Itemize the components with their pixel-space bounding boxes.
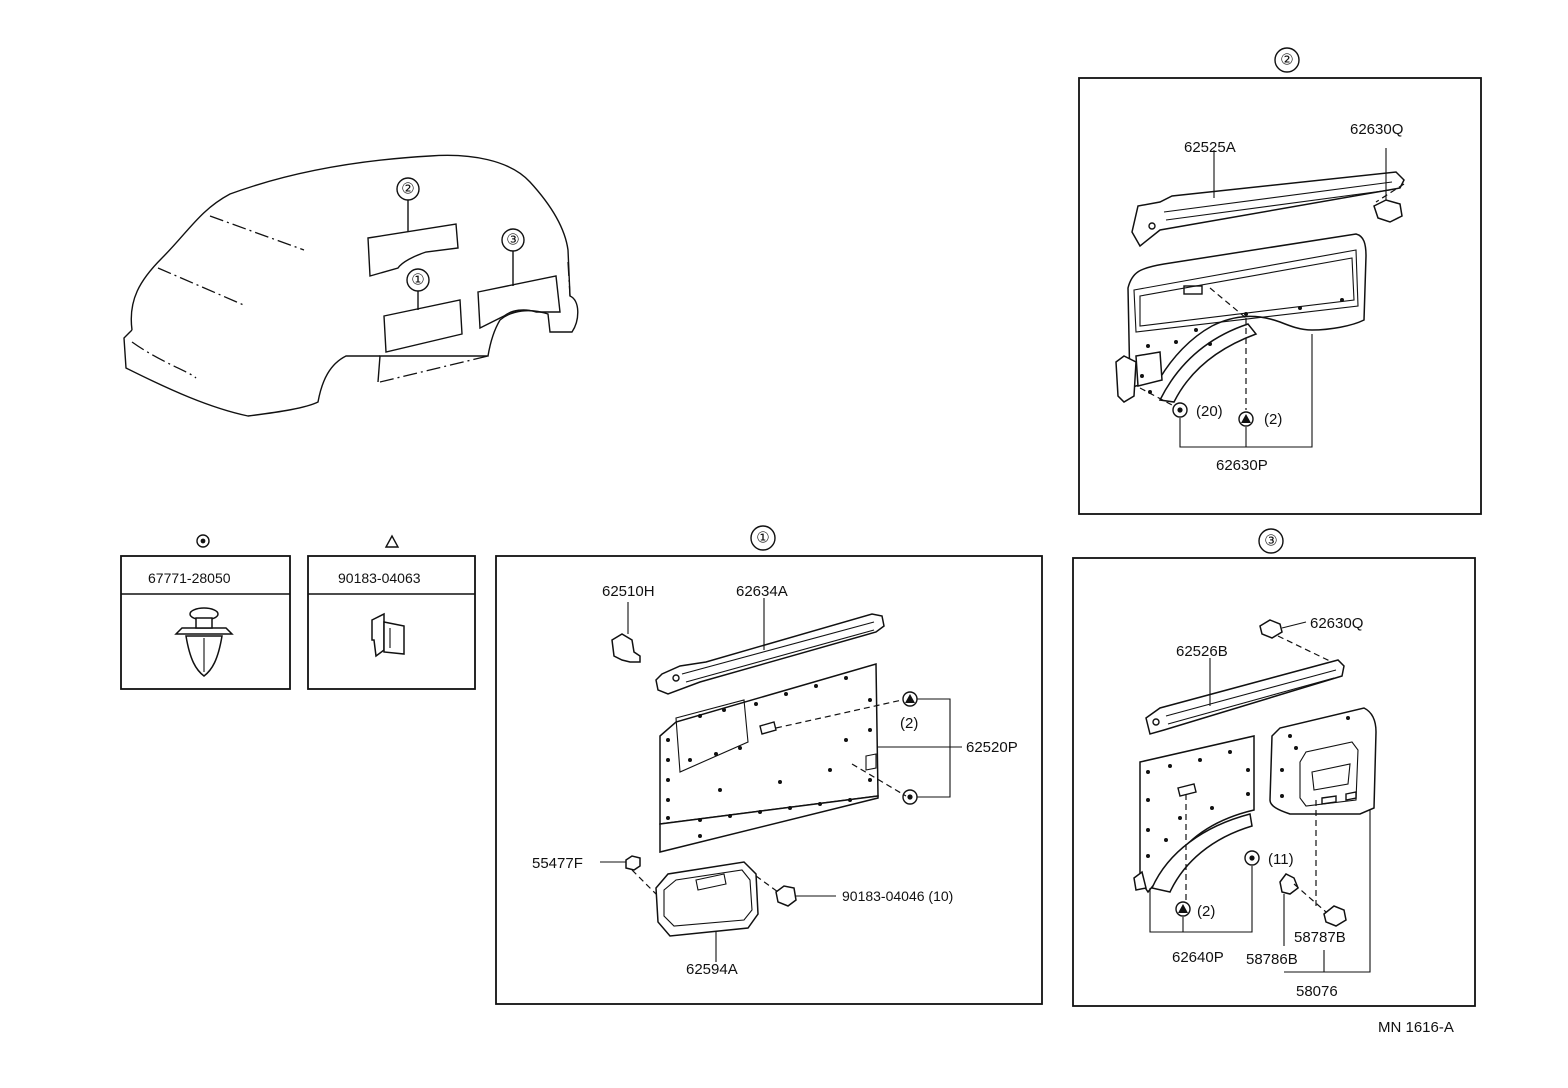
legend-clip-part-no: 67771-28050 — [148, 570, 231, 586]
section-2-qty-retainer: (2) — [1264, 411, 1282, 428]
legend-clip: 67771-28050 — [120, 534, 291, 690]
section-1-label-62520P: 62520P — [966, 739, 1018, 756]
section-2-label-62630Q: 62630Q — [1350, 121, 1403, 138]
triangle-symbol-icon — [1241, 414, 1251, 423]
section-1-label-62634A: 62634A — [736, 583, 788, 600]
section-1-label-62594A: 62594A — [686, 961, 738, 978]
legend-retainer-part-no: 90183-04063 — [338, 570, 421, 586]
section-1-label-90183-04046: 90183-04046 (10) — [842, 888, 953, 904]
overview-callout-2: ② — [401, 181, 414, 198]
section-1: ① 62510H 62634A — [495, 525, 1043, 1005]
section-3: ③ 62630Q 62526B — [1072, 528, 1476, 1007]
section-1-label-55477F: 55477F — [532, 855, 583, 872]
retainer-fastener-icon — [371, 612, 405, 658]
section-3-label-58786B: 58786B — [1246, 951, 1298, 968]
clip-symbol-icon — [1244, 850, 1260, 866]
section-1-label-62510H: 62510H — [602, 583, 655, 600]
section-2-qty-clip: (20) — [1196, 403, 1223, 420]
section-3-label-58076: 58076 — [1296, 983, 1338, 1000]
triangle-symbol-icon — [1178, 904, 1188, 913]
section-3-label-62526B: 62526B — [1176, 643, 1228, 660]
triangle-symbol-icon — [905, 694, 915, 703]
section-1-callout: ① — [756, 530, 769, 547]
section-1-qty-retainer: (2) — [900, 715, 918, 732]
vehicle-overview: ② ① ③ — [123, 154, 579, 417]
section-3-qty-clip: (11) — [1268, 851, 1294, 868]
section-2-label-62630P: 62630P — [1216, 457, 1268, 474]
overview-callout-3: ③ — [506, 232, 519, 249]
section-2-callout: ② — [1280, 52, 1293, 69]
diagram-code: MN 1616-A — [1378, 1019, 1454, 1036]
overview-callout-1: ① — [411, 272, 424, 289]
legend-retainer: 90183-04063 — [307, 534, 476, 690]
section-3-label-62640P: 62640P — [1172, 949, 1224, 966]
section-3-callout: ③ — [1264, 533, 1277, 550]
section-3-qty-retainer: (2) — [1197, 903, 1215, 920]
clip-fastener-icon — [174, 607, 234, 677]
clip-symbol-icon — [196, 534, 210, 548]
clip-symbol-icon — [1172, 402, 1188, 418]
section-3-label-62630Q: 62630Q — [1310, 615, 1363, 632]
section-2-label-62525A: 62525A — [1184, 139, 1236, 156]
triangle-symbol-icon — [384, 534, 400, 548]
section-3-label-58787B: 58787B — [1294, 929, 1346, 946]
section-2: ② (20) (2) — [1078, 47, 1482, 515]
